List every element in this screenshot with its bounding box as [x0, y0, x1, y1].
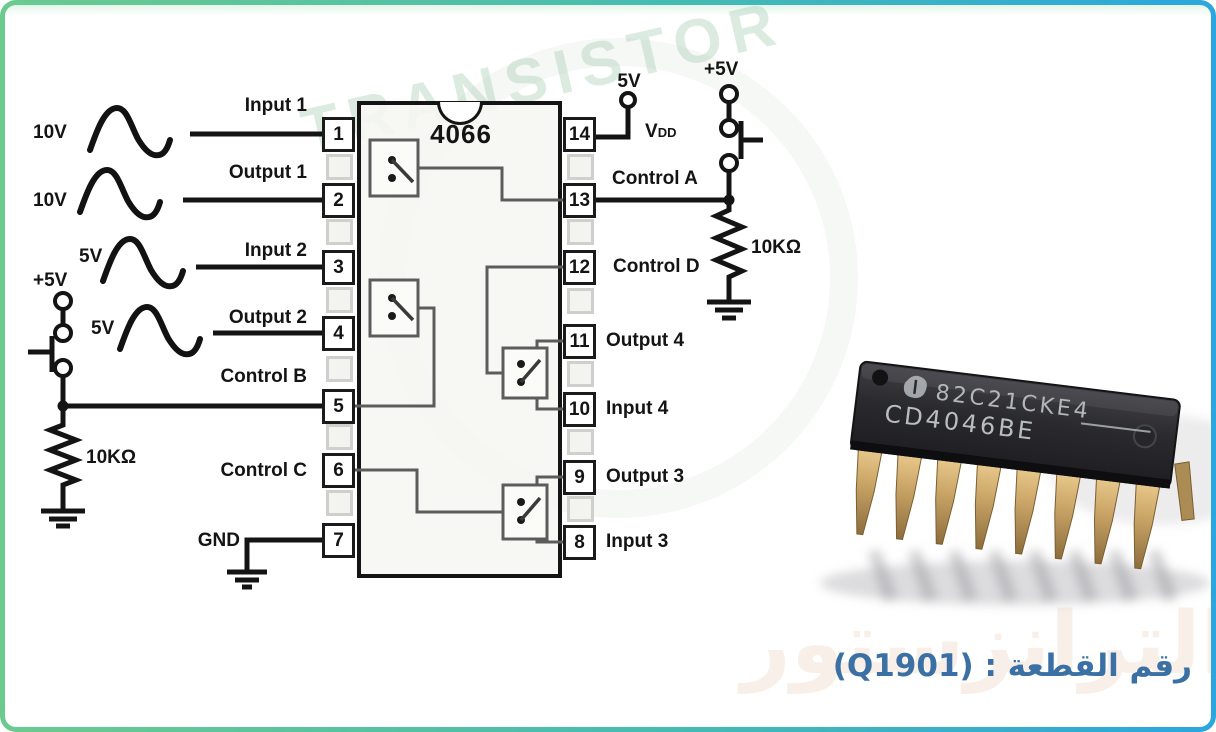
pin-box-9: 9 — [563, 460, 596, 495]
ghost-pin-stub — [567, 496, 594, 522]
pin-box-5: 5 — [322, 389, 355, 424]
pin-box-2: 2 — [322, 183, 355, 218]
right-junction-dot — [723, 194, 735, 206]
left-control-wires — [28, 309, 322, 421]
ghost-pin-stub — [567, 219, 594, 245]
pin-10-label: Input 4 — [606, 398, 669, 419]
pin-box-12: 12 — [563, 250, 596, 285]
left-pushbutton-switch — [53, 291, 73, 378]
vdd-subscript: DD — [657, 125, 677, 140]
ic-internal-switch-c — [501, 475, 563, 544]
ghost-pin-stub — [326, 219, 353, 245]
sine-waveform-icons — [77, 104, 203, 358]
signal-1-voltage: 10V — [33, 122, 67, 143]
ic-internal-switch-a — [368, 138, 420, 198]
ghost-pin-stub — [567, 154, 594, 180]
pin-11-label: Output 4 — [606, 330, 685, 351]
bottom-watermark: الترانزستور — [741, 596, 1211, 692]
left-supply-label: +5V — [33, 270, 68, 291]
ic-title: 4066 — [430, 119, 492, 149]
pin7-ground — [227, 569, 267, 590]
ghost-pin-stub — [326, 490, 353, 516]
signal-2-voltage: 10V — [33, 190, 67, 211]
vdd-main: V — [645, 121, 658, 142]
pin-6-label: Control C — [220, 460, 307, 481]
pin-14-label-vdd: VDD — [645, 121, 676, 143]
pin-4-label: Output 2 — [228, 307, 307, 328]
pin-box-3: 3 — [322, 250, 355, 285]
pin-13-label: Control A — [612, 168, 698, 189]
ghost-pin-stub — [326, 356, 353, 382]
left-resistor-label: 10KΩ — [86, 447, 137, 468]
pin-12-label: Control D — [613, 256, 700, 277]
pin-box-13: 13 — [563, 183, 596, 218]
left-ground — [41, 508, 85, 529]
pin-box-11: 11 — [563, 324, 596, 359]
pin-box-1: 1 — [322, 117, 355, 152]
ghost-pin-stub — [326, 154, 353, 180]
vdd-terminal — [619, 91, 637, 109]
chip-back-pin — [1174, 461, 1195, 521]
left-resistor — [43, 421, 83, 511]
right-supply-label: +5V — [704, 59, 739, 80]
ic-control-d-trace — [485, 265, 563, 375]
ghost-pin-stub — [326, 287, 353, 313]
chip-pin1-notch — [872, 369, 889, 386]
schematic-graphics: 82C21CKE4 CD4046BE — [28, 84, 1211, 605]
ic-control-a-trace — [418, 166, 563, 202]
gnd-wire — [244, 537, 322, 572]
pin-2-label: Output 1 — [228, 162, 307, 183]
ghost-pin-stub — [567, 429, 594, 455]
ic-internal-switch-b — [368, 278, 420, 338]
pin-7-label: GND — [197, 530, 240, 551]
right-resistor-label: 10KΩ — [751, 237, 802, 258]
pin-box-4: 4 — [322, 316, 355, 351]
pin-box-7: 7 — [322, 523, 355, 558]
pin-box-14: 14 — [563, 117, 596, 152]
part-number-text: رقم القطعة : (Q1901) — [832, 648, 1192, 684]
vdd-supply-wire — [596, 107, 631, 140]
pin-box-6: 6 — [322, 453, 355, 488]
ic-control-b-trace — [355, 306, 436, 408]
pin-3-label: Input 2 — [244, 240, 307, 261]
chip-photo: 82C21CKE4 CD4046BE — [820, 360, 1211, 605]
right-ground — [707, 299, 751, 321]
ghost-pin-stub — [567, 288, 594, 314]
signal-wires — [183, 131, 322, 336]
ghost-pin-stub — [567, 361, 594, 387]
canvas: TRANSISTOR الترانزستور — [5, 5, 1211, 727]
pin-9-label: Output 3 — [606, 466, 685, 487]
signal-3-voltage: 5V — [79, 246, 103, 267]
vdd-supply-label: 5V — [617, 71, 641, 92]
pin-box-8: 8 — [563, 525, 596, 560]
pin-1-label: Input 1 — [244, 95, 307, 116]
pin-8-label: Input 3 — [606, 531, 669, 552]
signal-4-voltage: 5V — [91, 318, 115, 339]
ic-internal-switch-d — [501, 339, 563, 411]
pin-5-label: Control B — [220, 366, 307, 387]
right-resistor — [709, 205, 749, 302]
ic-control-c-trace — [355, 468, 503, 514]
left-junction-dot — [57, 400, 69, 412]
top-tint — [5, 5, 1211, 16]
ghost-pin-stub — [326, 424, 353, 450]
right-pushbutton-switch — [719, 84, 739, 173]
content: TRANSISTOR الترانزستور — [5, 5, 1211, 727]
pin-box-10: 10 — [563, 392, 596, 427]
